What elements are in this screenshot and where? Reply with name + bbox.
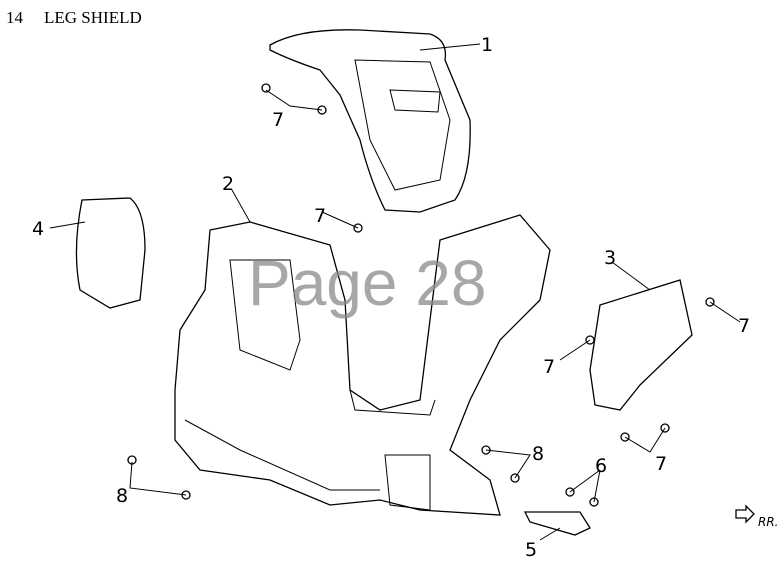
part-4-inner-panel [75, 197, 146, 309]
callout-2: 2 [222, 173, 234, 195]
part-5-bracket [523, 511, 591, 536]
callout-1: 1 [481, 34, 493, 56]
part-2-leg-shield [174, 214, 551, 516]
leader-lines [49, 43, 741, 541]
callout-3: 3 [604, 247, 616, 269]
arrow-right-icon [735, 504, 755, 524]
part-1-front-cover [269, 29, 471, 213]
page-watermark: Page 28 [248, 247, 486, 319]
callout-labels: 1 2 3 4 5 6 7 7 7 7 7 8 8 [32, 34, 750, 561]
direction-label: RR. [758, 515, 779, 529]
callout-7: 7 [655, 453, 667, 475]
callout-4: 4 [32, 218, 44, 240]
callout-8: 8 [116, 485, 128, 507]
direction-indicator: RR. [735, 504, 779, 529]
callout-7: 7 [272, 109, 284, 131]
callout-6: 6 [595, 455, 607, 477]
callout-7: 7 [314, 205, 326, 227]
section-number: 14 [6, 8, 23, 27]
callout-7: 7 [738, 315, 750, 337]
callout-7: 7 [543, 356, 555, 378]
callout-8: 8 [532, 443, 544, 465]
callout-5: 5 [525, 539, 537, 561]
part-3-side-cover [589, 279, 693, 411]
section-title: LEG SHIELD [44, 8, 142, 27]
